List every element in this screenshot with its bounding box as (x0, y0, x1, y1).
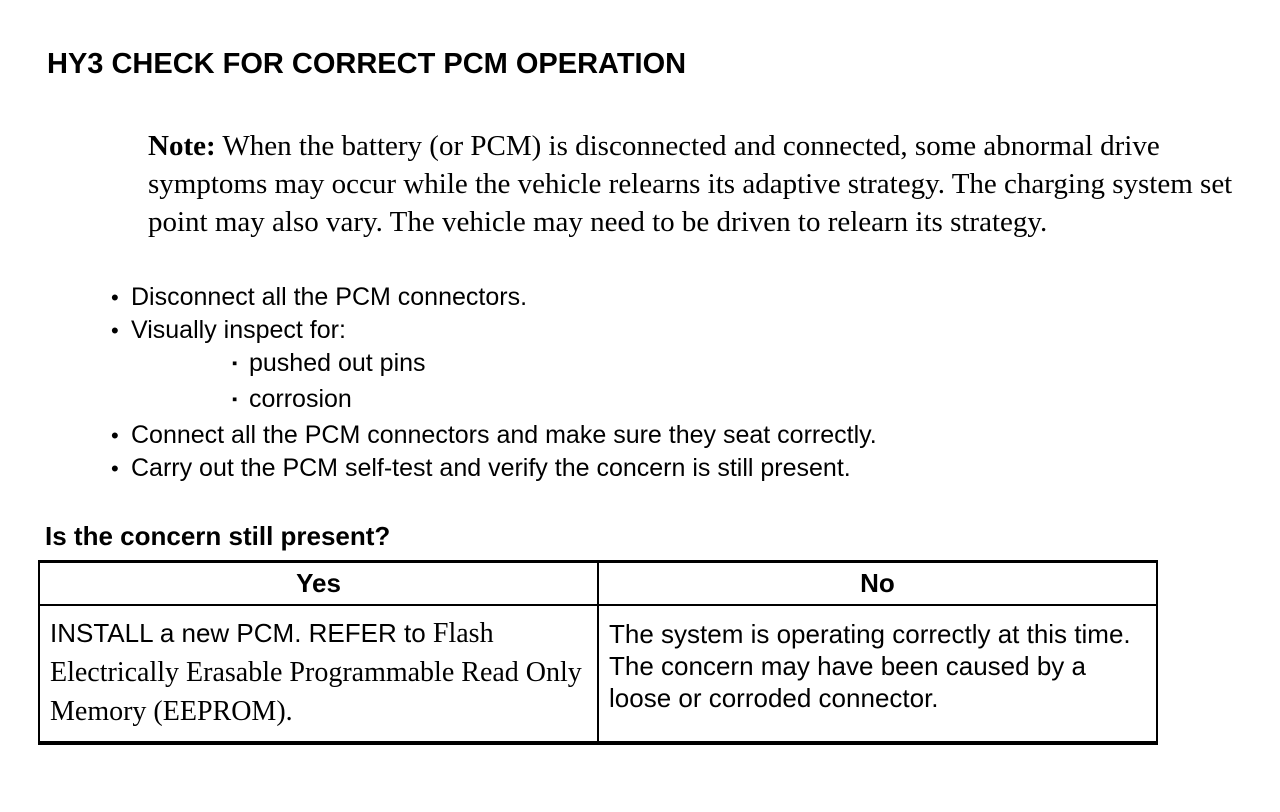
yes-action-lead: INSTALL a new PCM. REFER to (50, 617, 433, 648)
note-label: Note: (148, 130, 216, 162)
no-action-cell: The system is operating correctly at thi… (597, 603, 1158, 744)
no-column-header: No (597, 560, 1158, 606)
bullet-icon: • (111, 423, 119, 448)
list-item-text: corrosion (249, 385, 352, 413)
list-item-text: Connect all the PCM connectors and make … (131, 421, 877, 449)
list-item-text: Disconnect all the PCM connectors. (131, 283, 528, 311)
decision-table: Yes No INSTALL a new PCM. REFER to Flash… (38, 560, 1158, 745)
bullet-icon: • (111, 456, 119, 481)
bullet-icon: • (111, 318, 119, 343)
list-item: • Visually inspect for: (0, 314, 1280, 347)
note-text: When the battery (or PCM) is disconnecte… (148, 130, 1233, 238)
list-item-text: Carry out the PCM self-test and verify t… (131, 454, 851, 482)
bullet-icon: • (111, 285, 119, 310)
list-sub-item: ▪ pushed out pins (0, 347, 1280, 383)
page-title: HY3 CHECK FOR CORRECT PCM OPERATION (47, 48, 687, 80)
list-item: • Disconnect all the PCM connectors. (0, 281, 1280, 314)
decision-table-body-row: INSTALL a new PCM. REFER to Flash Electr… (38, 603, 1158, 744)
list-item: • Carry out the PCM self-test and verify… (0, 452, 1280, 485)
square-bullet-icon: ▪ (232, 355, 238, 372)
note-paragraph: Note: When the battery (or PCM) is disco… (148, 127, 1236, 241)
yes-column-header: Yes (38, 560, 599, 606)
list-item-text: Visually inspect for: (131, 316, 346, 344)
decision-table-header-row: Yes No (38, 560, 1158, 606)
list-item: • Connect all the PCM connectors and mak… (0, 419, 1280, 452)
square-bullet-icon: ▪ (232, 391, 238, 408)
yes-action-cell: INSTALL a new PCM. REFER to Flash Electr… (38, 603, 599, 744)
yes-action-reference: Flash Electrically Erasable Programmable… (50, 617, 582, 727)
list-sub-item: ▪ corrosion (0, 383, 1280, 419)
procedure-steps: • Disconnect all the PCM connectors. • V… (0, 281, 1280, 485)
decision-question: Is the concern still present? (45, 521, 391, 551)
list-item-text: pushed out pins (249, 349, 426, 377)
